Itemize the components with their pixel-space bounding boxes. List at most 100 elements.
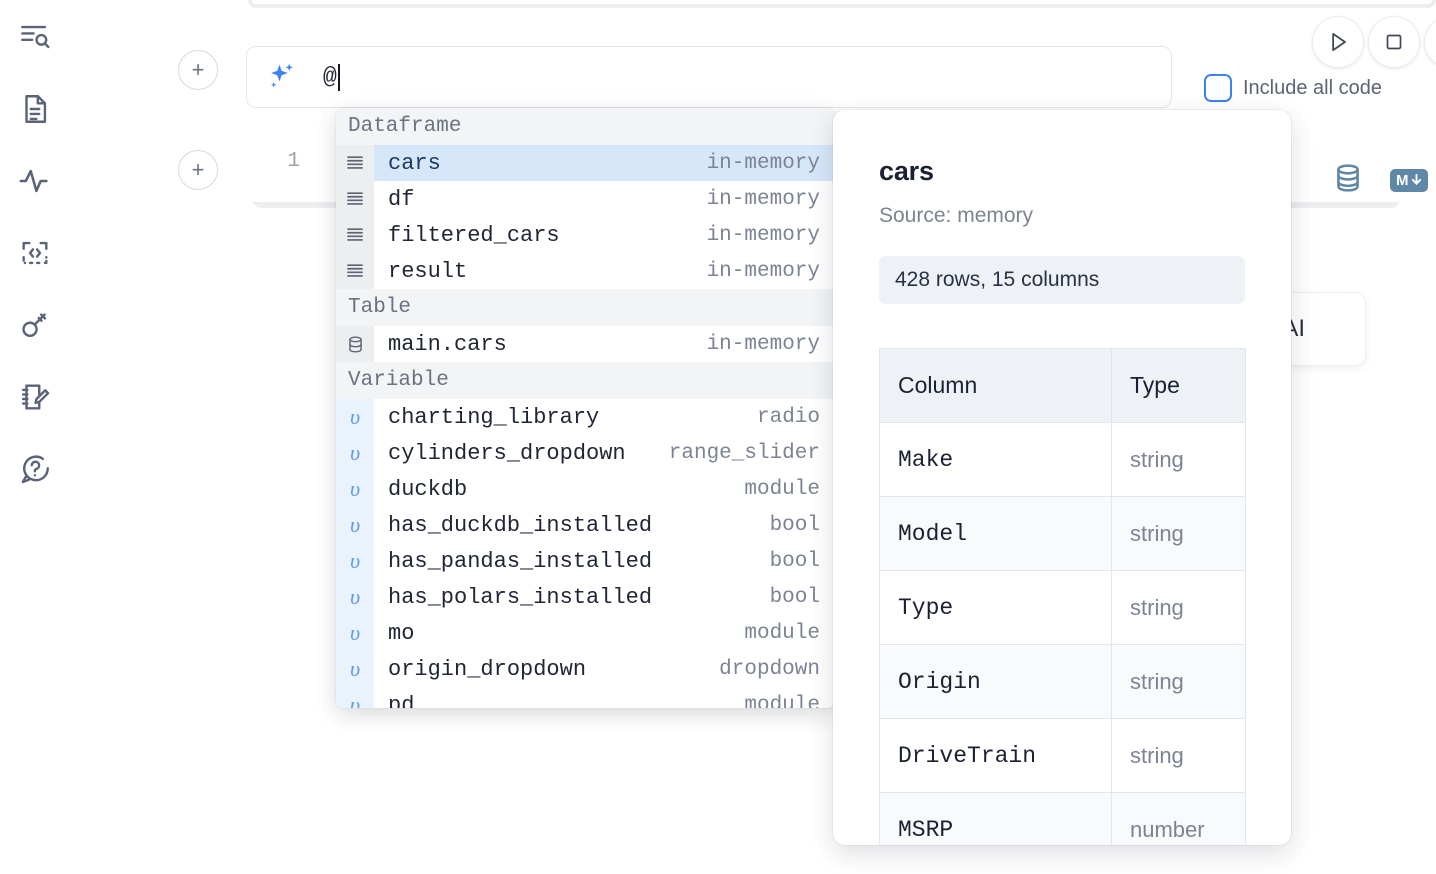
table-header-row: Column Type — [880, 349, 1246, 423]
explore-icon[interactable] — [14, 16, 56, 58]
dropdown-group-header: Dataframe — [336, 108, 834, 145]
variable-icon: υ — [336, 579, 374, 615]
variable-icon: υ — [336, 435, 374, 471]
dropdown-item[interactable]: υorigin_dropdowndropdown — [336, 651, 834, 687]
variable-icon: υ — [336, 651, 374, 687]
dropdown-item[interactable]: υhas_duckdb_installedbool — [336, 507, 834, 543]
dropdown-item[interactable]: υmomodule — [336, 615, 834, 651]
table-row: Makestring — [880, 423, 1246, 497]
more-actions-button[interactable] — [1424, 16, 1436, 68]
dropdown-item-type: in-memory — [707, 224, 834, 247]
dropdown-item-name: df — [374, 187, 707, 212]
include-all-code-checkbox[interactable] — [1204, 74, 1232, 102]
dropdown-item-type: module — [744, 622, 834, 645]
table-cell-column: Make — [880, 423, 1112, 497]
dropdown-item[interactable]: carsin-memory — [336, 145, 834, 181]
sidebar-rail — [0, 0, 70, 874]
include-all-code-row[interactable]: Include all code — [1204, 74, 1382, 102]
scratchpad-edit-icon[interactable] — [14, 376, 56, 418]
dropdown-item-type: range_slider — [669, 442, 834, 465]
type-header: Type — [1112, 349, 1246, 423]
help-icon[interactable] — [14, 448, 56, 490]
ai-prompt-input[interactable]: @ — [246, 46, 1172, 108]
variable-icon: υ — [336, 399, 374, 435]
dropdown-item-name: duckdb — [374, 477, 744, 502]
dropdown-item-type: radio — [757, 406, 834, 429]
include-all-code-label: Include all code — [1243, 77, 1382, 100]
database-icon[interactable] — [1332, 162, 1364, 199]
variable-icon: υ — [336, 615, 374, 651]
table-cell-type: string — [1112, 571, 1246, 645]
dropdown-item[interactable]: υhas_pandas_installedbool — [336, 543, 834, 579]
add-cell-below-button[interactable]: + — [178, 150, 218, 190]
dropdown-item[interactable]: main.carsin-memory — [336, 326, 834, 362]
ai-prompt-value: @ — [323, 64, 337, 90]
text-caret — [338, 64, 340, 91]
markdown-icon[interactable]: M — [1390, 169, 1428, 192]
dropdown-item[interactable]: υcylinders_dropdownrange_slider — [336, 435, 834, 471]
dropdown-item-type: dropdown — [719, 658, 834, 681]
table-cell-column: DriveTrain — [880, 719, 1112, 793]
table-cell-type: string — [1112, 497, 1246, 571]
dropdown-item[interactable]: dfin-memory — [336, 181, 834, 217]
dropdown-item-type: module — [744, 694, 834, 709]
dropdown-item[interactable]: υpdmodule — [336, 687, 834, 708]
dropdown-item[interactable]: υduckdbmodule — [336, 471, 834, 507]
dropdown-item-type: bool — [770, 514, 834, 537]
dropdown-item-type: in-memory — [707, 260, 834, 283]
dropdown-item[interactable]: filtered_carsin-memory — [336, 217, 834, 253]
run-button[interactable] — [1312, 16, 1364, 68]
dropdown-item-name: pd — [374, 693, 744, 709]
preview-source: Source: memory — [879, 204, 1245, 228]
file-icon[interactable] — [14, 88, 56, 130]
add-cell-above-button[interactable]: + — [178, 50, 218, 90]
dataframe-icon — [336, 181, 374, 217]
dropdown-item[interactable]: resultin-memory — [336, 253, 834, 289]
variable-icon: υ — [336, 543, 374, 579]
dropdown-item-name: cylinders_dropdown — [374, 441, 669, 466]
dropdown-item-type: in-memory — [707, 152, 834, 175]
table-cell-type: string — [1112, 423, 1246, 497]
table-row: Typestring — [880, 571, 1246, 645]
completion-dropdown[interactable]: Dataframecarsin-memorydfin-memoryfiltere… — [336, 108, 834, 708]
table-cell-type: string — [1112, 645, 1246, 719]
secrets-key-icon[interactable] — [14, 304, 56, 346]
dropdown-item[interactable]: υcharting_libraryradio — [336, 399, 834, 435]
dropdown-item[interactable]: υhas_polars_installedbool — [336, 579, 834, 615]
table-cell-column: MSRP — [880, 793, 1112, 846]
dropdown-item-name: cars — [374, 151, 707, 176]
preview-title: cars — [879, 156, 1245, 187]
variable-icon: υ — [336, 507, 374, 543]
dropdown-item-name: has_pandas_installed — [374, 549, 770, 574]
preview-shape: 428 rows, 15 columns — [879, 256, 1245, 304]
snippets-code-icon[interactable] — [14, 232, 56, 274]
table-cell-column: Type — [880, 571, 1112, 645]
dataframe-icon — [336, 217, 374, 253]
dropdown-item-type: bool — [770, 586, 834, 609]
table-cell-column: Model — [880, 497, 1112, 571]
table-icon — [336, 326, 374, 362]
dropdown-item-name: charting_library — [374, 405, 757, 430]
dropdown-item-name: mo — [374, 621, 744, 646]
dropdown-item-type: in-memory — [707, 188, 834, 211]
sparkle-icon — [265, 60, 299, 94]
cell-output-icons: M — [1332, 162, 1428, 199]
table-cell-type: number — [1112, 793, 1246, 846]
table-row: Modelstring — [880, 497, 1246, 571]
table-row: Originstring — [880, 645, 1246, 719]
previous-cell-body — [252, 0, 1432, 4]
stop-button[interactable] — [1368, 16, 1420, 68]
dropdown-group-header: Variable — [336, 362, 834, 399]
dropdown-item-name: has_duckdb_installed — [374, 513, 770, 538]
dataframe-preview-panel: cars Source: memory 428 rows, 15 columns… — [833, 110, 1291, 845]
dropdown-item-type: bool — [770, 550, 834, 573]
dropdown-item-type: module — [744, 478, 834, 501]
table-row: DriveTrainstring — [880, 719, 1246, 793]
dropdown-group-header: Table — [336, 289, 834, 326]
dropdown-item-name: filtered_cars — [374, 223, 707, 248]
column-header: Column — [880, 349, 1112, 423]
activity-icon[interactable] — [14, 160, 56, 202]
variable-icon: υ — [336, 471, 374, 507]
table-row: MSRPnumber — [880, 793, 1246, 846]
variable-icon: υ — [336, 687, 374, 708]
